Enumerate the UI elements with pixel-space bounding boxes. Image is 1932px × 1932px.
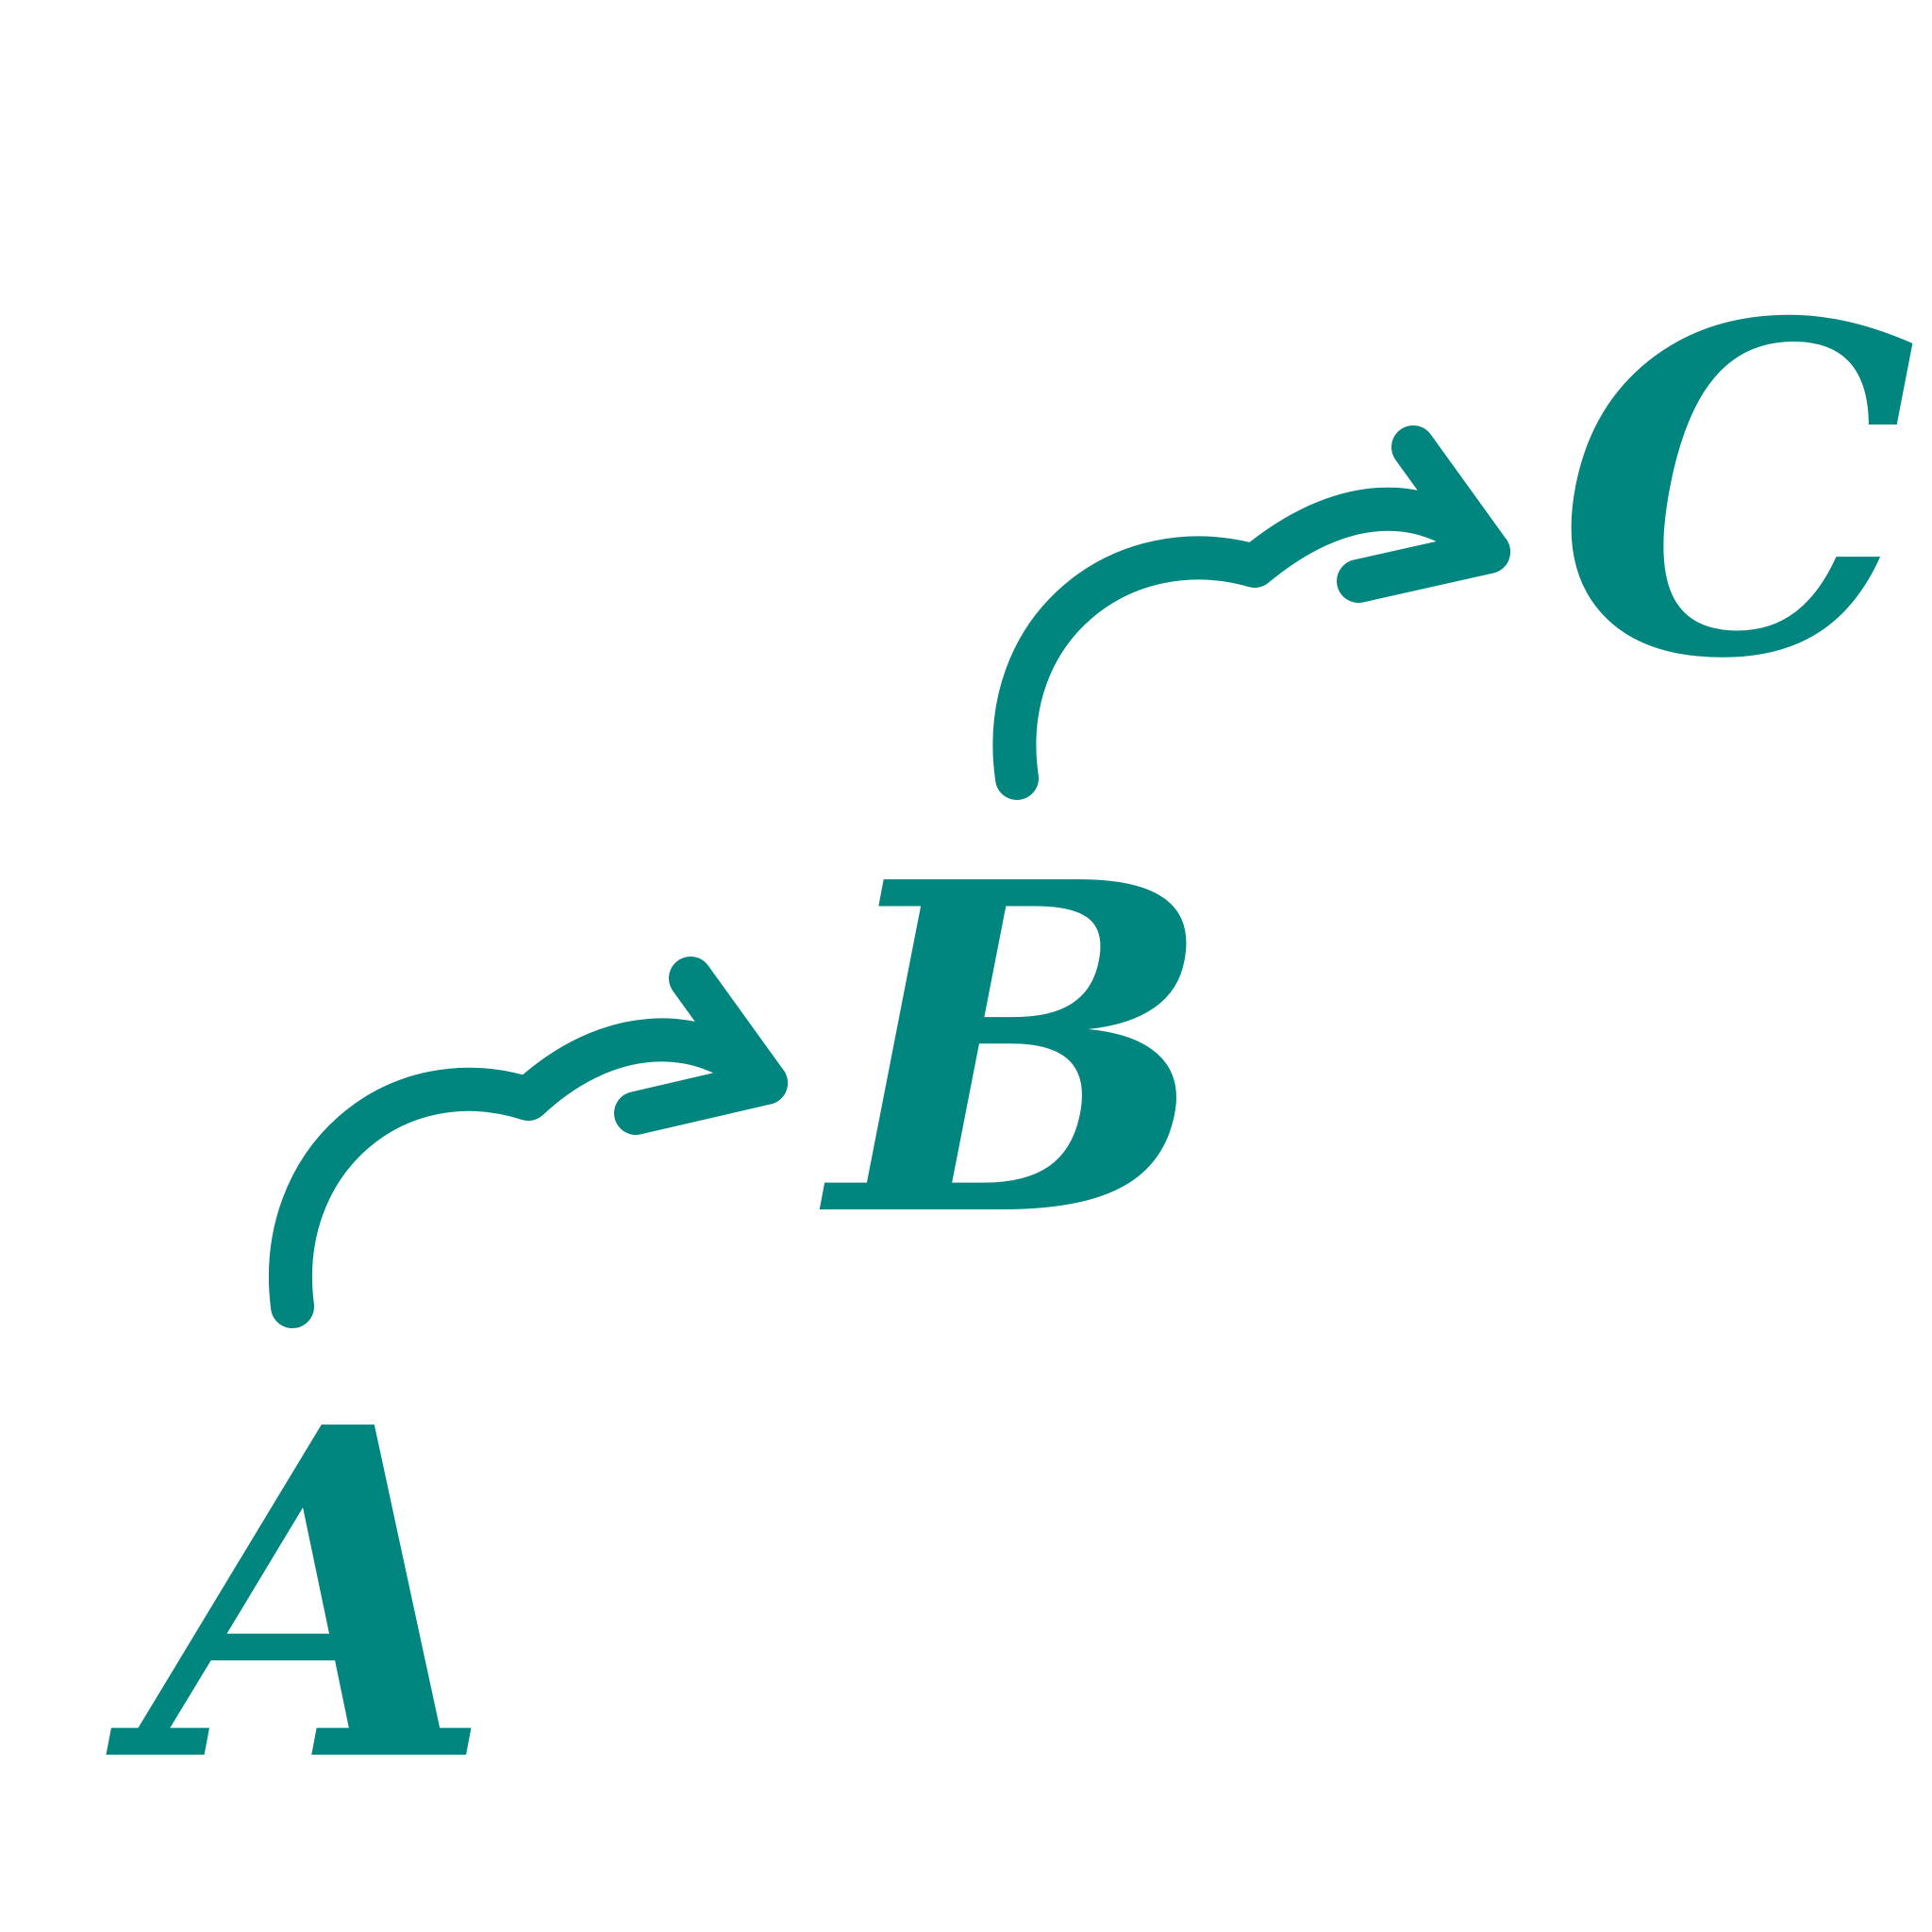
arrow-a-to-b (269, 957, 788, 1328)
arrow-b-to-c-shaft (992, 487, 1510, 800)
node-a-label: A (107, 1330, 493, 1862)
node-b-label: B (816, 785, 1213, 1317)
arrow-a-to-b-head (614, 957, 788, 1135)
arrow-b-to-c-head (1337, 425, 1510, 603)
arrow-b-to-c (992, 425, 1510, 800)
node-c-label: C (1557, 226, 1918, 758)
arrow-a-to-b-shaft (269, 1018, 788, 1328)
